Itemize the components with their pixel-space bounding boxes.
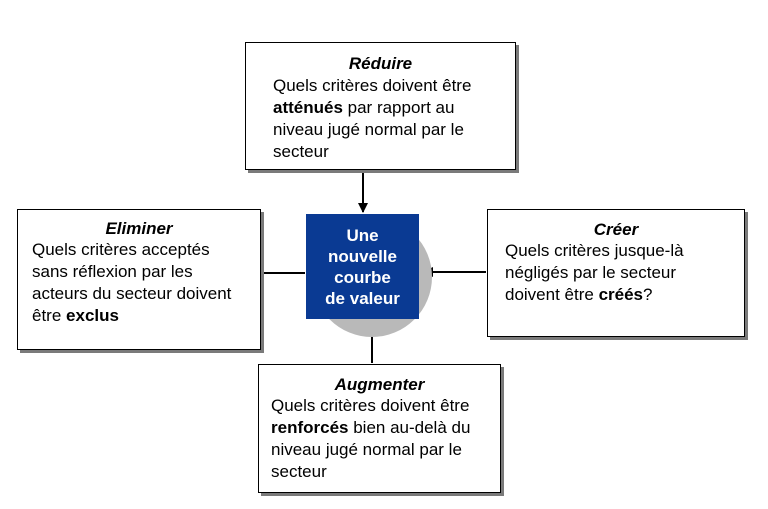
body-text: niveau jugé normal par le bbox=[273, 120, 464, 139]
emphasis-text: exclus bbox=[66, 306, 119, 325]
emphasis-text: atténués bbox=[273, 98, 343, 117]
body-text: doivent être bbox=[505, 285, 599, 304]
creer-box: Créer Quels critères jusque-là négligés p… bbox=[487, 209, 745, 337]
body-text: par rapport au bbox=[342, 98, 455, 117]
augmenter-text: Quels critères doivent être renforcés bie… bbox=[271, 395, 500, 483]
center-label-line: nouvelle bbox=[328, 246, 397, 266]
center-label-line: de valeur bbox=[325, 288, 400, 308]
body-text: négligés par le secteur bbox=[505, 263, 677, 282]
body-text: sans réflexion par les bbox=[32, 262, 193, 281]
eliminer-title: Eliminer bbox=[105, 219, 173, 238]
body-text: Quels critères doivent être bbox=[273, 76, 472, 95]
center-label-line: courbe bbox=[334, 267, 391, 287]
center-label-line: Une bbox=[346, 225, 379, 245]
reduire-text: Quels critères doivent être atténués par … bbox=[273, 75, 515, 163]
reduire-title: Réduire bbox=[348, 54, 413, 73]
eliminer-text: Quels critères acceptés sans réflexion pa… bbox=[32, 239, 260, 327]
augmenter-box: Augmenter Quels critères doivent être ren… bbox=[258, 364, 501, 493]
body-text: niveau jugé normal par le bbox=[271, 440, 462, 459]
body-text: être bbox=[32, 306, 67, 325]
body-text: Quels critères acceptés bbox=[32, 240, 210, 259]
body-text: Quels critères doivent être bbox=[271, 396, 470, 415]
eliminer-box: Eliminer Quels critères acceptés sans réf… bbox=[17, 209, 261, 350]
body-text: ? bbox=[643, 285, 653, 304]
body-text: acteurs du secteur doivent bbox=[32, 284, 232, 303]
center-node: Une nouvelle courbe de valeur bbox=[306, 214, 419, 319]
body-text: secteur bbox=[271, 462, 327, 481]
emphasis-text: créés bbox=[598, 285, 643, 304]
creer-text: Quels critères jusque-là négligés par le … bbox=[505, 240, 744, 306]
augmenter-title: Augmenter bbox=[334, 375, 425, 394]
body-text: bien au-delà du bbox=[348, 418, 471, 437]
creer-title: Créer bbox=[593, 220, 639, 239]
body-text: Quels critères jusque-là bbox=[505, 241, 684, 260]
reduire-box: Réduire Quels critères doivent être attén… bbox=[245, 42, 516, 170]
body-text: secteur bbox=[273, 142, 329, 161]
emphasis-text: renforcés bbox=[271, 418, 349, 437]
center-label: Une nouvelle courbe de valeur bbox=[325, 225, 400, 309]
